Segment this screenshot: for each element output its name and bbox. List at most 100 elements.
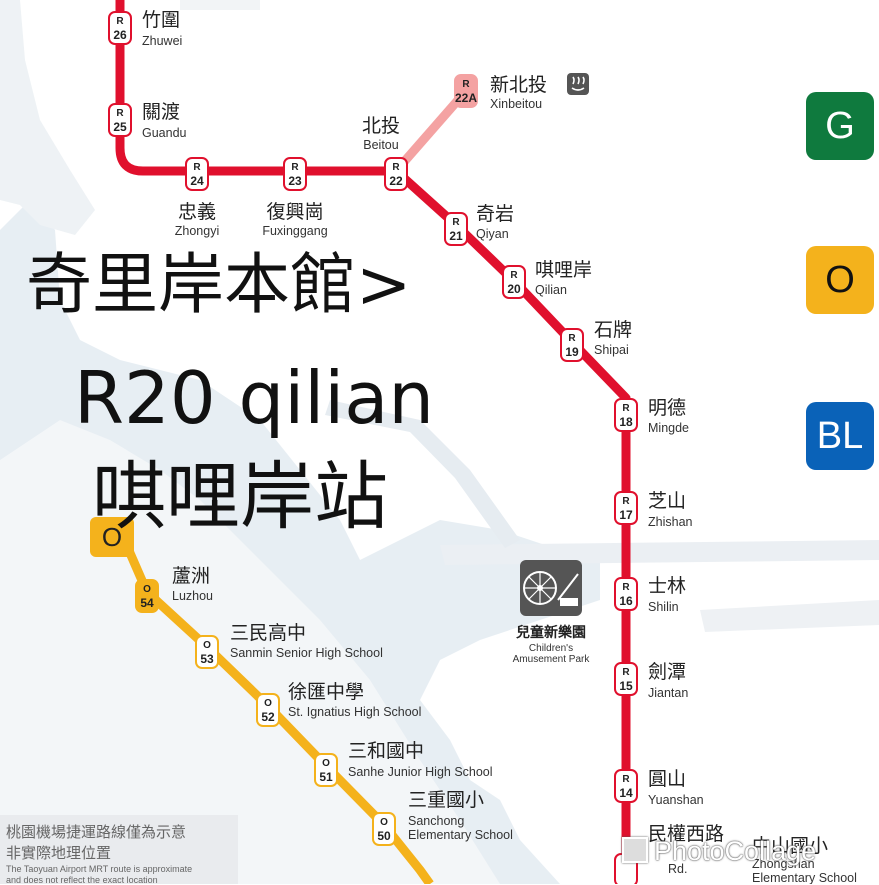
watermark-text: PhotoCollage	[654, 836, 817, 866]
station-marker	[195, 635, 219, 669]
line-badge-bl[interactable]: BL	[806, 402, 874, 470]
station-name-en: Guandu	[142, 126, 187, 140]
station-number: 23	[288, 174, 302, 188]
partial-station-en-2: Elementary School	[752, 871, 857, 884]
station-marker	[108, 103, 132, 137]
station-name-zh: 竹圍	[142, 9, 180, 31]
station-marker	[135, 579, 159, 613]
station-marker	[614, 577, 638, 611]
orange-interchange-marker: O	[90, 517, 134, 557]
station-number: 22	[389, 174, 403, 188]
station-name-en-2: Elementary School	[408, 828, 513, 842]
station-number: 17	[619, 508, 633, 522]
station-orange-51[interactable]: O51 三和國中 Sanhe Junior High School	[314, 740, 493, 787]
station-number: 18	[619, 415, 633, 429]
station-number: 16	[619, 594, 633, 608]
station-line-code: R	[116, 108, 124, 119]
landmark-zh: 兒童新樂園	[516, 624, 586, 641]
station-line-code: O	[322, 758, 330, 769]
station-name-en: Yuanshan	[648, 793, 704, 807]
station-line-code: R	[193, 162, 201, 173]
station-name-zh: 三和國中	[348, 740, 424, 762]
station-number: 50	[377, 829, 391, 843]
station-line-code: R	[291, 162, 299, 173]
overlay-station-name: 唭哩岸站	[92, 454, 388, 540]
orange-marker-label: O	[101, 521, 123, 552]
station-number: 24	[190, 174, 204, 188]
station-marker	[614, 491, 638, 525]
station-marker	[502, 265, 526, 299]
station-name-zh: 新北投	[490, 74, 547, 96]
station-line-code: R	[116, 16, 124, 27]
station-name-zh: 三民高中	[230, 622, 306, 644]
station-marker	[314, 753, 338, 787]
partial-station-zh: 中山國小	[752, 835, 828, 857]
station-marker	[256, 693, 280, 727]
station-line-code: R	[622, 774, 630, 785]
station-name-en: Shipai	[594, 343, 629, 357]
station-line-code: R	[462, 79, 470, 90]
station-marker	[614, 398, 638, 432]
station-name-en: Qilian	[535, 283, 567, 297]
overlay-subtitle: R20 qilian	[74, 356, 434, 440]
station-line-code: O	[380, 817, 388, 828]
partial-station-en-1: Zhongshan	[752, 857, 815, 871]
station-number: 26	[113, 28, 127, 42]
station-marker	[384, 157, 408, 191]
line-badge-o[interactable]: O	[806, 246, 874, 314]
station-red-26[interactable]: R26 竹圍 Zhuwei	[108, 9, 182, 48]
station-name-en: Zhongyi	[175, 224, 219, 238]
station-marker	[444, 212, 468, 246]
hot-spring-icon	[567, 73, 589, 95]
note-zh-2: 非實際地理位置	[6, 844, 112, 862]
station-number: 51	[319, 770, 333, 784]
station-line-code: R	[622, 403, 630, 414]
station-name-en: Jiantan	[648, 686, 688, 700]
amusement-park-icon	[520, 560, 582, 616]
station-name-zh: 明德	[648, 397, 686, 419]
station-name-zh: 劍潭	[648, 661, 686, 683]
station-marker	[454, 74, 478, 108]
station-name-zh: 徐匯中學	[288, 681, 364, 703]
note-en-2: and does not reflect the exact location	[6, 875, 158, 885]
station-name-zh: 北投	[362, 115, 400, 137]
station-marker	[614, 769, 638, 803]
station-number: 25	[113, 120, 127, 134]
station-name-en: Zhishan	[648, 515, 693, 529]
pink-line	[391, 86, 471, 176]
station-name-en: Sanhe Junior High School	[348, 765, 493, 779]
station-name-en: St. Ignatius High School	[288, 705, 421, 719]
line-badge-g[interactable]: G	[806, 92, 874, 160]
landmark-en-2: Amusement Park	[513, 654, 591, 665]
station-name-en: Luzhou	[172, 589, 213, 603]
station-number: 19	[565, 345, 579, 359]
station-marker	[372, 812, 396, 846]
station-name-en: Shilin	[648, 600, 679, 614]
station-number: 22A	[455, 91, 477, 105]
station-name-en: Zhuwei	[142, 34, 182, 48]
station-name-zh: 忠義	[178, 201, 216, 223]
station-number: 15	[619, 679, 633, 693]
red-line-stations: R26竹圍ZhuweiR25關渡GuanduR24忠義ZhongyiR23復興崗…	[108, 9, 724, 884]
station-marker	[185, 157, 209, 191]
